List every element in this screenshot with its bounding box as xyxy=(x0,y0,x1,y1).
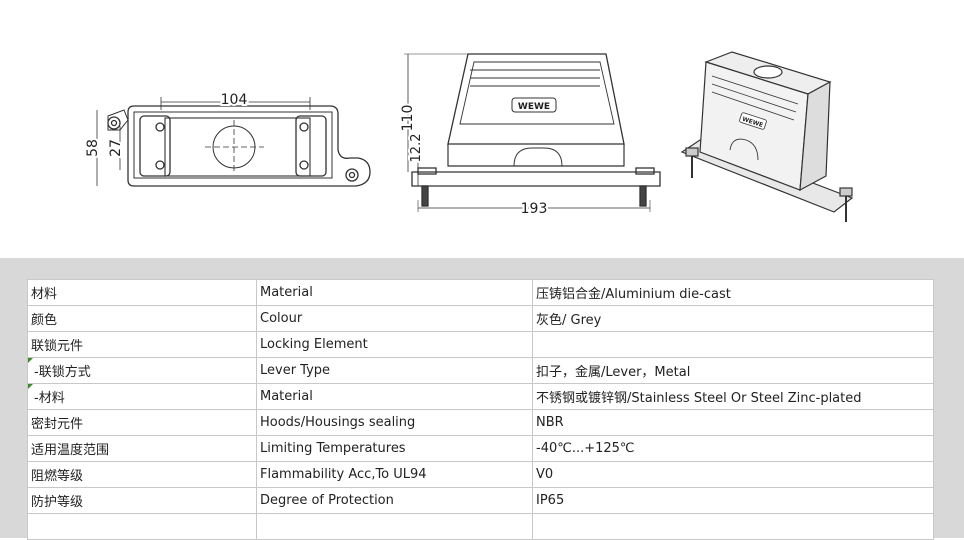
cell-value xyxy=(532,331,934,358)
top-dim-inner: 27 xyxy=(108,139,124,157)
front-logo-text: WEWE xyxy=(518,102,550,112)
cell-value: IP65 xyxy=(532,487,934,514)
cell-en: Colour xyxy=(256,305,533,332)
cell-cn: 适用温度范围 xyxy=(27,435,257,462)
cell-value: V0 xyxy=(532,461,934,488)
comment-marker xyxy=(28,358,33,363)
table-row: -联锁方式 Lever Type 扣子，金属/Lever，Metal xyxy=(27,357,934,384)
table-row: 密封元件 Hoods/Housings sealing NBR xyxy=(27,409,934,436)
cell-cn-text: -联锁方式 xyxy=(34,365,91,380)
cell-empty xyxy=(27,513,257,540)
cell-en: Locking Element xyxy=(256,331,533,358)
cell-en: Material xyxy=(256,279,533,306)
cell-cn: 密封元件 xyxy=(27,409,257,436)
cell-en: Hoods/Housings sealing xyxy=(256,409,533,436)
cell-cn: 颜色 xyxy=(27,305,257,332)
top-view-drawing xyxy=(96,97,371,187)
cell-en: Lever Type xyxy=(256,357,533,384)
spec-table: 材料 Material 压铸铝合金/Aluminium die-cast 颜色 … xyxy=(27,279,934,540)
cell-cn-indented: -材料 xyxy=(27,383,257,410)
cell-en: Degree of Protection xyxy=(256,487,533,514)
drawings-svg: 104 58 27 WEWE 110 12.2 xyxy=(83,51,854,222)
cell-value: -40℃...+125℃ xyxy=(532,435,934,462)
table-row: 颜色 Colour 灰色/ Grey xyxy=(27,305,934,332)
front-view-drawing xyxy=(404,53,661,212)
table-row: 阻燃等级 Flammability Acc,To UL94 V0 xyxy=(27,461,934,488)
cell-value: NBR xyxy=(532,409,934,436)
iso-view-drawing xyxy=(680,51,854,222)
technical-drawings: 104 58 27 WEWE 110 12.2 xyxy=(0,0,964,258)
front-logo: WEWE xyxy=(511,97,557,113)
top-dim-height: 58 xyxy=(85,139,101,157)
front-dim-width: 193 xyxy=(521,201,548,217)
cell-value: 不锈钢或镀锌钢/Stainless Steel Or Steel Zinc-pl… xyxy=(532,383,934,410)
table-row: 联锁元件 Locking Element xyxy=(27,331,934,358)
front-dim-small: 12.2 xyxy=(409,134,424,163)
front-dim-height: 110 xyxy=(400,105,416,132)
comment-marker xyxy=(28,384,33,389)
cell-cn-text: -材料 xyxy=(34,391,65,406)
cell-en: Material xyxy=(256,383,533,410)
cell-empty xyxy=(256,513,533,540)
cell-value: 压铸铝合金/Aluminium die-cast xyxy=(532,279,934,306)
cell-en: Limiting Temperatures xyxy=(256,435,533,462)
cell-cn-indented: -联锁方式 xyxy=(27,357,257,384)
table-row-empty xyxy=(27,513,934,540)
table-row: -材料 Material 不锈钢或镀锌钢/Stainless Steel Or … xyxy=(27,383,934,410)
cell-cn: 阻燃等级 xyxy=(27,461,257,488)
table-row: 适用温度范围 Limiting Temperatures -40℃...+125… xyxy=(27,435,934,462)
table-row: 防护等级 Degree of Protection IP65 xyxy=(27,487,934,514)
cell-value: 扣子，金属/Lever，Metal xyxy=(532,357,934,384)
cell-empty xyxy=(532,513,934,540)
cell-cn: 防护等级 xyxy=(27,487,257,514)
top-dim-width: 104 xyxy=(221,92,248,108)
table-row: 材料 Material 压铸铝合金/Aluminium die-cast xyxy=(27,279,934,306)
cell-cn: 材料 xyxy=(27,279,257,306)
cell-cn: 联锁元件 xyxy=(27,331,257,358)
cell-value: 灰色/ Grey xyxy=(532,305,934,332)
cell-en: Flammability Acc,To UL94 xyxy=(256,461,533,488)
